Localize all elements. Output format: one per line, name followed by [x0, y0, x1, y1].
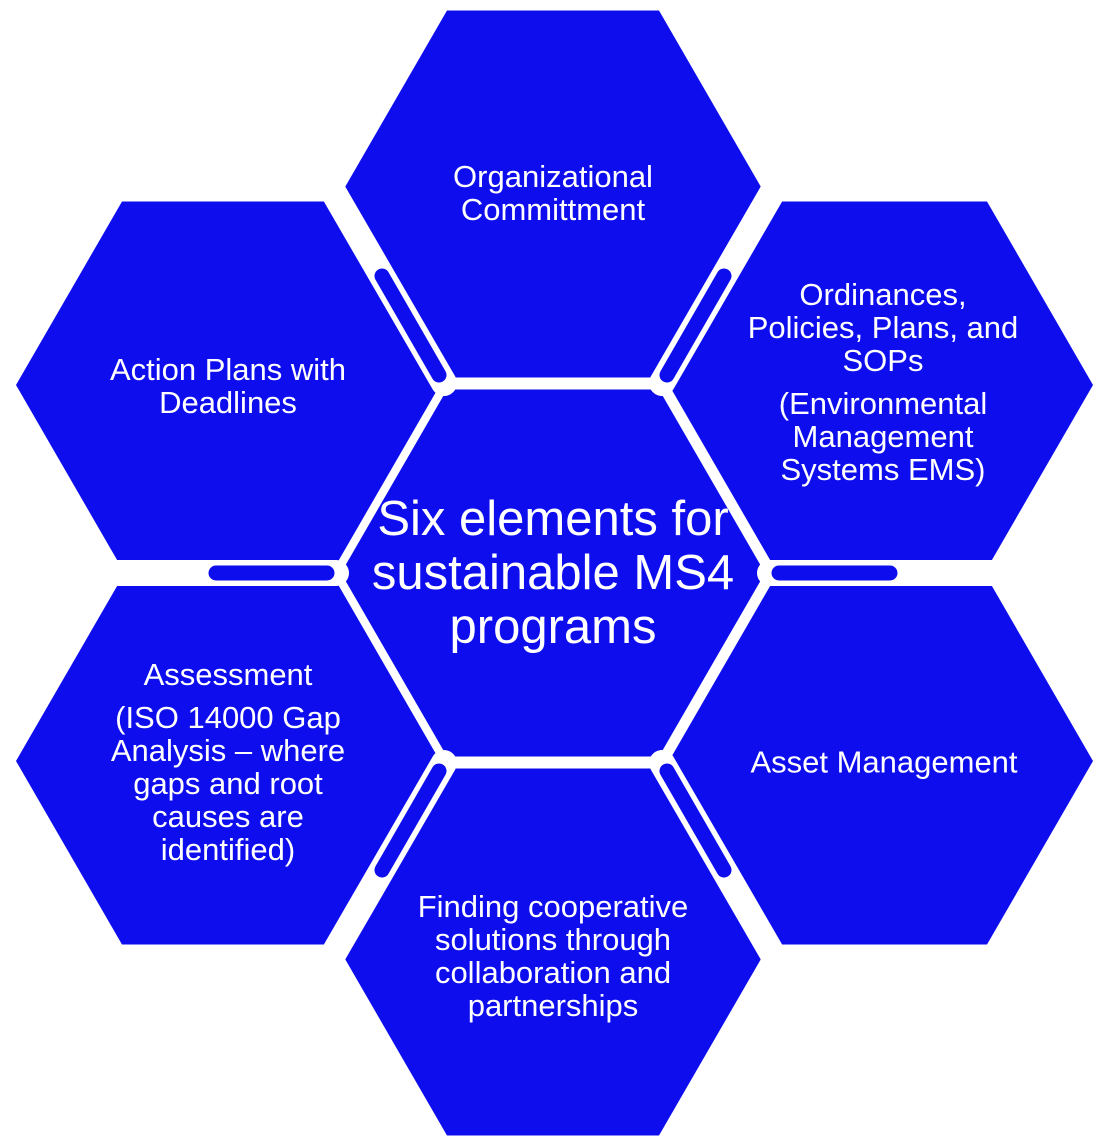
label-line: Six elements for: [377, 492, 729, 546]
hexagon-bottom-label: Finding cooperative solutions through co…: [418, 890, 689, 1022]
hexagon-center-label: Six elements for sustainable MS4 program…: [372, 492, 734, 654]
label-line: SOPs: [842, 343, 924, 378]
hexagon-upper-right-label: Ordinances, Policies, Plans, and SOPs (E…: [748, 278, 1019, 486]
label-line: Systems EMS): [780, 452, 986, 487]
label-line: sustainable MS4: [371, 546, 735, 600]
hexagon-upper-left-label: Action Plans with Deadlines: [110, 353, 346, 419]
hexagon-bottom: [341, 768, 765, 1136]
label-line: Action Plans with: [109, 352, 347, 387]
label-line: Finding cooperative: [417, 889, 689, 924]
label-line: programs: [449, 600, 657, 654]
hexagon-center: [341, 389, 765, 757]
label-paragraph: (Environmental Management Systems EMS): [748, 387, 1019, 486]
spoke-connector-bottom-left: [374, 763, 447, 878]
label-line: Asset Management: [750, 744, 1018, 780]
hexagon-lower-left-label: Assessment (ISO 14000 Gap Analysis – whe…: [111, 658, 345, 866]
label-line: solutions through: [434, 922, 672, 957]
hexagon-top: [341, 10, 765, 378]
label-line: Analysis – where: [110, 733, 346, 768]
label-line: (Environmental: [778, 386, 988, 421]
label-line: Ordinances,: [799, 277, 967, 312]
hexagon-lower-left: [16, 577, 440, 945]
label-line: identified): [160, 832, 296, 867]
spoke-connector-top-left: [374, 268, 447, 383]
hexagon-top-label: Organizational Committment: [453, 160, 653, 226]
label-paragraph: Assessment: [111, 658, 345, 691]
label-line: gaps and root: [133, 766, 323, 801]
label-line: Policies, Plans, and: [747, 310, 1019, 345]
label-line: Assessment: [143, 657, 313, 692]
label-paragraph: Ordinances, Policies, Plans, and SOPs: [748, 278, 1019, 377]
hexagon-lower-right: [669, 577, 1093, 945]
label-line: Organizational: [453, 159, 653, 194]
hexagon-upper-left: [16, 201, 440, 569]
label-line: collaboration and: [434, 955, 672, 990]
spoke-connector-bottom-right: [659, 763, 732, 878]
label-line: partnerships: [467, 988, 639, 1023]
label-paragraph: (ISO 14000 Gap Analysis – where gaps and…: [111, 701, 345, 866]
label-line: Deadlines: [159, 385, 297, 420]
label-line: causes are: [152, 799, 304, 834]
hexagon-upper-right: [669, 201, 1093, 569]
hexagon-lower-right-label: Asset Management: [750, 746, 1017, 779]
spoke-connector-top-right: [659, 268, 732, 383]
label-line: Management: [792, 419, 974, 454]
label-line: Committment: [460, 192, 646, 227]
label-line: (ISO 14000 Gap: [115, 700, 341, 735]
